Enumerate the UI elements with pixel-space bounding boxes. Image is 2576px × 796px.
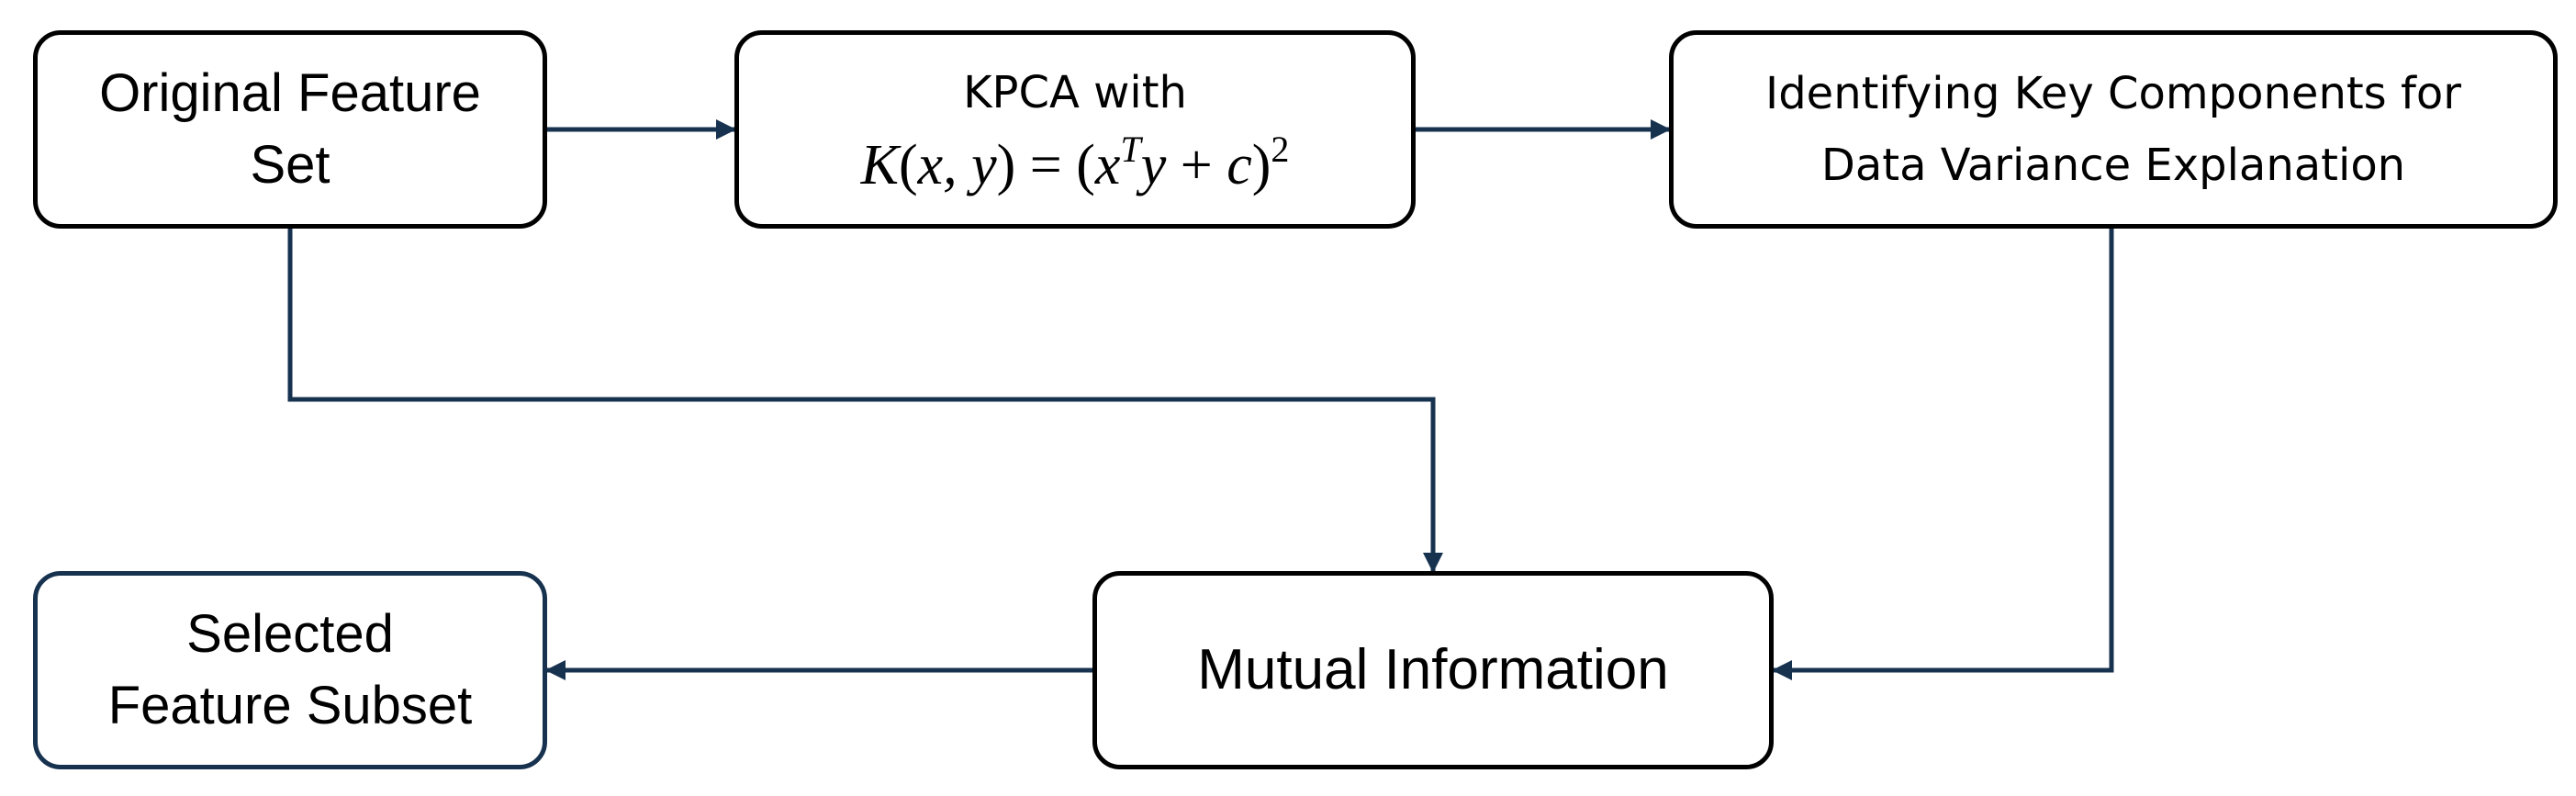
node-mutual-information: Mutual Information — [1092, 571, 1774, 769]
node-kpca-formula: K(x, y) = (xTy + c)2 — [860, 129, 1290, 197]
node-original-line-1: Original Feature — [99, 63, 481, 123]
node-selected-feature-subset: Selected Feature Subset — [33, 571, 547, 769]
node-selected-line-2: Feature Subset — [107, 676, 473, 735]
edge-original-to-mutual — [287, 229, 1443, 573]
node-identify-line-1: Identifying Key Components for — [1765, 68, 2461, 119]
edge-identify-to-mutual — [1772, 229, 2114, 680]
node-selected-line-1: Selected — [186, 604, 394, 664]
node-identifying-key-components: Identifying Key Components for Data Vari… — [1669, 30, 2558, 229]
node-original-feature-set: Original Feature Set — [33, 30, 547, 229]
node-identify-line-2: Data Variance Explanation — [1820, 140, 2406, 191]
node-mutual-label: Mutual Information — [1197, 638, 1669, 701]
node-kpca-title: KPCA with — [963, 67, 1187, 118]
node-kpca: KPCA with K(x, y) = (xTy + c)2 — [734, 30, 1416, 229]
node-original-line-2: Set — [250, 135, 330, 195]
